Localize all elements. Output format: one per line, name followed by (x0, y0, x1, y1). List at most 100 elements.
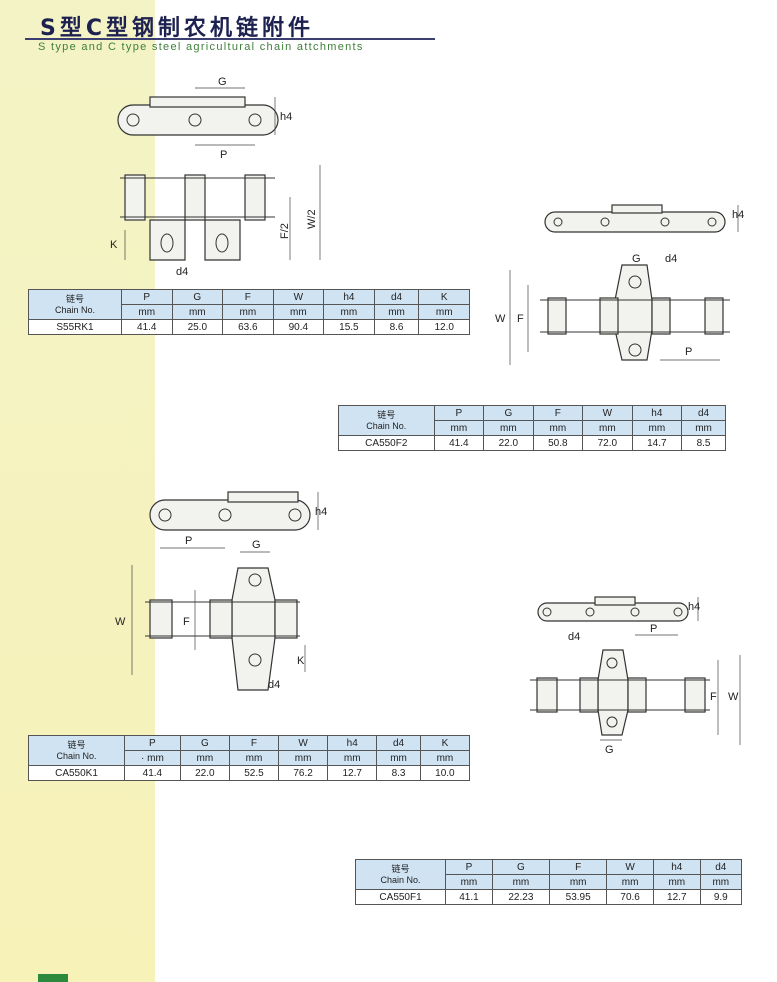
column-header: F (222, 289, 274, 305)
page-subtitle: S type and C type steel agricultural cha… (38, 41, 364, 53)
side-view: h4 P G (149, 491, 327, 553)
unit-cell: mm (376, 750, 421, 766)
dimension-label: W (495, 313, 506, 325)
column-header: d4 (376, 735, 421, 751)
value-cell: 41.4 (433, 435, 485, 451)
value-cell: 50.8 (532, 435, 584, 451)
dimension-label: G (605, 744, 614, 756)
chain-no-cell: S55RK1 (28, 319, 122, 335)
value-cell: 9.9 (699, 889, 743, 905)
unit-cell: mm (699, 874, 743, 890)
dimension-label: K (110, 239, 118, 251)
dimension-label: d4 (176, 266, 188, 278)
dimension-label: h4 (315, 506, 327, 518)
unit-cell: mm (532, 420, 584, 436)
column-header: W (278, 735, 329, 751)
column-header: h4 (323, 289, 375, 305)
value-cell: 41.4 (121, 319, 173, 335)
dimension-label: P (650, 623, 657, 635)
value-cell: 15.5 (323, 319, 375, 335)
dimension-label: K (297, 655, 305, 667)
dimension-label: d4 (568, 631, 580, 643)
value-cell: 22.0 (483, 435, 534, 451)
unit-cell: mm (681, 420, 726, 436)
value-cell: 14.7 (631, 435, 683, 451)
unit-cell: mm (418, 304, 470, 320)
column-header: h4 (652, 859, 701, 875)
value-cell: 22.23 (491, 889, 551, 905)
unit-cell: mm (606, 874, 654, 890)
column-header: d4 (373, 289, 420, 305)
column-header: P (445, 859, 493, 875)
top-view: W F G d4 P (495, 253, 730, 365)
dimension-label: W (728, 691, 739, 703)
column-header: h4 (631, 405, 683, 421)
value-cell: 53.95 (549, 889, 608, 905)
chain-no-cell: CA550F2 (338, 435, 435, 451)
column-header: P (433, 405, 485, 421)
value-cell: 12.7 (327, 765, 378, 781)
dimension-label: h4 (280, 111, 292, 123)
column-header: G (171, 289, 224, 305)
unit-cell: mm (323, 304, 375, 320)
dimension-label: G (632, 253, 641, 265)
unit-cell: mm (228, 750, 280, 766)
value-cell: 25.0 (171, 319, 224, 335)
dimension-label: P (185, 535, 192, 547)
dimension-label: F/2 (279, 223, 291, 239)
value-cell: 8.6 (373, 319, 420, 335)
unit-cell: mm (445, 874, 493, 890)
dimension-label: G (218, 76, 227, 88)
top-view: F/2 W/2 K d4 (110, 165, 321, 278)
unit-cell: mm (483, 420, 534, 436)
value-cell: 8.3 (376, 765, 421, 781)
dimension-label: d4 (268, 679, 280, 691)
unit-cell: mm (179, 750, 230, 766)
unit-cell: mm (272, 304, 325, 320)
page-title: S型C型钢制农机链附件 (40, 16, 314, 41)
unit-cell: mm (582, 420, 633, 436)
value-cell: 76.2 (278, 765, 329, 781)
value-cell: 10.0 (419, 765, 471, 781)
unit-cell: mm (373, 304, 420, 320)
dimension-label: F (517, 313, 524, 325)
title-divider (25, 38, 435, 40)
dimension-label: G (252, 539, 261, 551)
unit-cell: · mm (124, 750, 181, 766)
dimension-label: h4 (688, 601, 700, 613)
dimension-label: P (685, 346, 692, 358)
column-header: P (124, 735, 181, 751)
dimension-label: W (115, 616, 126, 628)
value-cell: 90.4 (272, 319, 325, 335)
value-cell: 12.7 (652, 889, 701, 905)
unit-cell: mm (278, 750, 329, 766)
top-view: F W d4 G (530, 631, 741, 756)
column-header: h4 (327, 735, 378, 751)
unit-cell: mm (327, 750, 378, 766)
dimension-label: d4 (665, 253, 677, 265)
background-strip (0, 0, 155, 982)
column-header: W (582, 405, 633, 421)
unit-cell: mm (171, 304, 224, 320)
dimension-label: h4 (732, 209, 744, 221)
unit-cell: mm (631, 420, 683, 436)
unit-cell: mm (121, 304, 173, 320)
page-marker (38, 974, 68, 982)
dimension-label: F (710, 691, 717, 703)
chain-no-cell: CA550K1 (28, 765, 125, 781)
value-cell: 41.1 (445, 889, 493, 905)
column-header: G (179, 735, 230, 751)
